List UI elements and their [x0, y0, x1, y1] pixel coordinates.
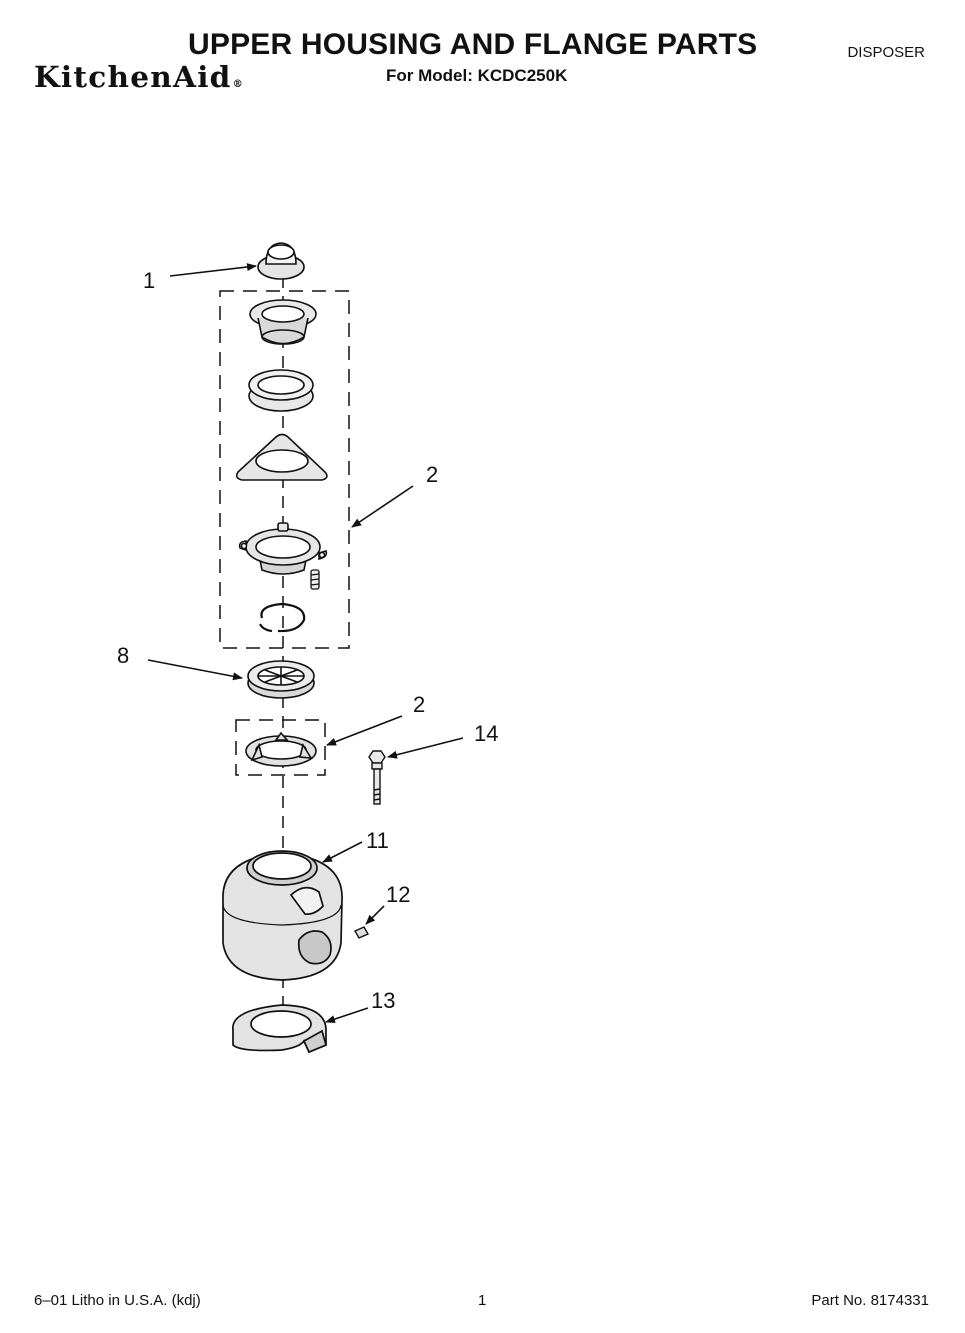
callout-1: 1	[143, 268, 155, 293]
leader-arrow-12	[365, 905, 385, 925]
clip-part	[354, 926, 369, 939]
flange-kit-group-box	[219, 290, 350, 649]
registered-mark: ®	[232, 79, 243, 90]
leader-arrow-13	[325, 1007, 369, 1023]
page-number: 1	[478, 1292, 487, 1309]
callout-8: 8	[117, 643, 129, 668]
mounting-ring-part	[238, 522, 328, 575]
leader-arrow-2-lower	[326, 715, 403, 746]
product-category: DISPOSER	[847, 44, 925, 61]
model-number: For Model: KCDC250K	[386, 66, 568, 85]
callout-11: 11	[366, 828, 389, 853]
lower-mount-ring-part	[245, 731, 317, 767]
leader-arrow-8	[147, 659, 243, 681]
callout-13: 13	[371, 988, 395, 1013]
brand-logo: KitchenAid®	[34, 60, 243, 94]
callout-2-upper: 2	[426, 462, 438, 487]
litho-note: 6–01 Litho in U.S.A. (kdj)	[34, 1292, 201, 1309]
part-number: Part No. 8174331	[811, 1292, 929, 1309]
splash-guard-part	[247, 660, 315, 699]
stopper-part	[257, 242, 305, 280]
snap-ring-part	[259, 602, 306, 633]
callout-14: 14	[474, 721, 498, 746]
page-title: UPPER HOUSING AND FLANGE PARTS	[188, 28, 758, 61]
leader-arrow-11	[322, 841, 363, 863]
cushion-mount-part	[232, 1004, 328, 1054]
sink-flange-part	[249, 299, 317, 345]
leader-arrow-1	[169, 263, 257, 277]
callout-12: 12	[386, 882, 410, 907]
leader-arrow-14	[387, 737, 464, 759]
brand-name: KitchenAid	[34, 60, 232, 94]
backup-flange-part	[235, 433, 328, 481]
mount-ring-group-box	[235, 719, 326, 776]
upper-housing-part	[222, 850, 343, 981]
bolt-part	[368, 750, 386, 805]
mounting-screw-part	[310, 569, 320, 590]
fiber-gasket-part	[248, 369, 314, 412]
leader-arrow-2-upper	[351, 485, 414, 528]
callout-2-lower: 2	[413, 692, 425, 717]
